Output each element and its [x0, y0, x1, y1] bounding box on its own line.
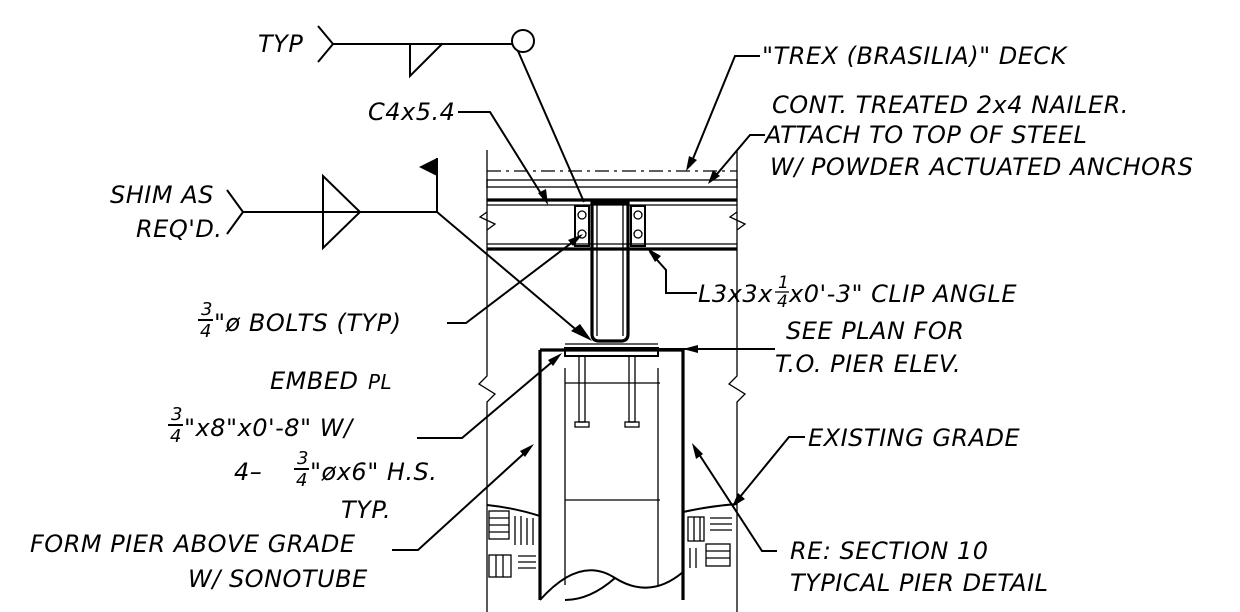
svg-text:3: 3	[171, 404, 183, 425]
svg-text:"ø BOLTS (TYP): "ø BOLTS (TYP)	[214, 309, 402, 337]
see-plan-note-line-1: SEE PLAN FOR	[786, 317, 964, 345]
see-plan-note-line-2: T.O. PIER ELEV.	[775, 350, 961, 378]
svg-text:4: 4	[296, 470, 308, 491]
plate-symbol: PL	[368, 370, 392, 394]
embed-note-line-4: TYP.	[341, 496, 391, 524]
nailer-note-line-2: ATTACH TO TOP OF STEEL	[763, 121, 1087, 149]
deck-note: "TREX (BRASILIA)" DECK	[762, 42, 1069, 70]
grade-line-left	[486, 504, 541, 517]
form-pier-note-line-1: FORM PIER ABOVE GRADE	[30, 530, 356, 558]
svg-text:L3x3x: L3x3x	[698, 280, 773, 308]
annotations: TYP "TREX (BRASILIA)" DECK CONT. TREATED…	[30, 30, 1193, 597]
shim-leader	[436, 211, 581, 334]
steel-post	[590, 201, 630, 343]
bolt	[577, 229, 587, 239]
embed-plate	[564, 347, 659, 357]
weld-symbol-top	[317, 25, 585, 203]
svg-text:1: 1	[778, 273, 789, 293]
svg-text:x0'-3" CLIP ANGLE: x0'-3" CLIP ANGLE	[788, 280, 1017, 308]
channel-break-left	[478, 211, 497, 231]
grade-line-right	[682, 503, 738, 513]
clip-angle-left	[574, 205, 590, 247]
pier-break	[539, 569, 684, 601]
bolt	[633, 210, 643, 220]
nailer-note-line-3: W/ POWDER ACTUATED ANCHORS	[770, 153, 1193, 181]
shim-note-line-2: REQ'D.	[136, 215, 222, 243]
svg-text:"x8"x0'-8" W/: "x8"x0'-8" W/	[184, 414, 355, 442]
bolt	[577, 210, 587, 220]
svg-text:4: 4	[200, 321, 212, 342]
weld-leader	[517, 50, 585, 203]
clip-angle-note: L3x3x 1 4 x0'-3" CLIP ANGLE	[698, 273, 1017, 312]
nailer	[486, 179, 738, 188]
earth-hatch-left	[488, 510, 536, 578]
weld-typ-label: TYP	[258, 30, 303, 58]
existing-grade-note: EXISTING GRADE	[808, 424, 1021, 452]
section-ref-line-1: RE: SECTION 10	[790, 537, 988, 565]
svg-text:"øx6" H.S.: "øx6" H.S.	[310, 458, 437, 486]
svg-text:4: 4	[777, 292, 788, 312]
bolts-note: 3 4 "ø BOLTS (TYP)	[198, 299, 402, 342]
bolt	[633, 229, 643, 239]
nailer-note-line-1: CONT. TREATED 2x4 NAILER.	[772, 91, 1129, 119]
embed-note-line-1: EMBED	[270, 367, 358, 395]
headed-studs	[574, 355, 640, 428]
section-ref-line-2: TYPICAL PIER DETAIL	[790, 569, 1049, 597]
field-weld-flag-icon	[419, 158, 437, 176]
svg-text:4: 4	[170, 426, 182, 447]
embed-note-line-3: 4– 3 4 "øx6" H.S.	[234, 448, 437, 491]
structure	[477, 150, 747, 612]
shim-note-line-1: SHIM AS	[110, 181, 214, 209]
earth-hatch-right	[687, 516, 732, 568]
channel-break-right	[728, 211, 747, 231]
leaders	[392, 55, 805, 552]
svg-text:3: 3	[201, 299, 213, 320]
left-section-line	[477, 150, 497, 612]
embed-note-line-2: 3 4 "x8"x0'-8" W/	[168, 404, 355, 447]
form-pier-note-line-2: W/ SONOTUBE	[188, 565, 368, 593]
channel-note: C4x5.4	[368, 98, 455, 126]
right-section-line	[727, 150, 747, 612]
svg-text:4–: 4–	[234, 458, 262, 486]
svg-text:3: 3	[297, 448, 309, 469]
all-around-circle	[511, 29, 535, 53]
clip-angle-right	[630, 205, 646, 247]
weld-symbol-shim	[226, 158, 592, 341]
